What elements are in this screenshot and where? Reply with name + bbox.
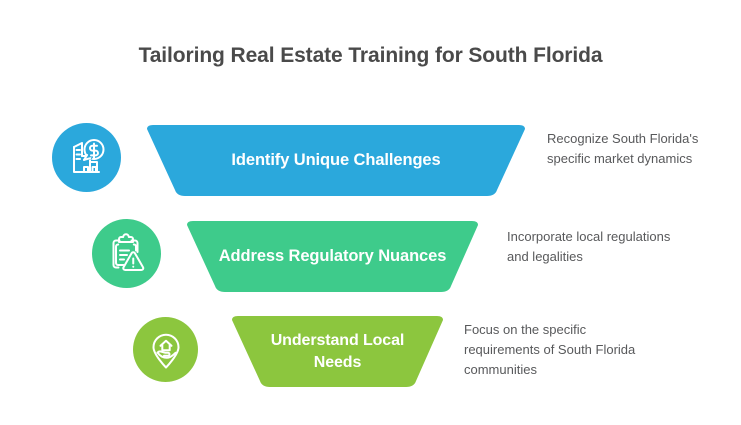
- funnel-description-3: Focus on the specific requirements of So…: [464, 322, 636, 378]
- page-title: Tailoring Real Estate Training for South…: [138, 44, 603, 67]
- funnel-step-2: Address Regulatory Nuances Incorporate l…: [0, 213, 741, 299]
- funnel-step-3: Understand Local Needs Focus on the spec…: [0, 308, 741, 394]
- building-dollar-icon: [72, 138, 104, 173]
- funnel-label-3: Understand Local Needs: [270, 332, 405, 371]
- funnel-shape-1: [147, 125, 525, 196]
- clipboard-warning-icon-badge: [92, 219, 161, 288]
- building-dollar-icon-badge: [52, 123, 121, 192]
- funnel-label-2: Address Regulatory Nuances: [218, 246, 447, 265]
- funnel-shape-2: [187, 221, 478, 292]
- map-pin-house-hand-icon: [152, 333, 179, 368]
- map-pin-house-hand-icon-badge: [133, 317, 198, 382]
- funnel-label-1: Identify Unique Challenges: [231, 150, 441, 169]
- funnel-description-1: Recognize South Florida's specific marke…: [547, 131, 699, 167]
- funnel-band-3[interactable]: Understand Local Needs: [224, 316, 451, 387]
- dollar-speech-bubble: [80, 138, 104, 162]
- funnel-shape-3: [232, 316, 443, 387]
- funnel-step-1: Identify Unique Challenges Recognize Sou…: [0, 117, 741, 203]
- clipboard-warning-icon: [112, 232, 144, 271]
- funnel-band-2[interactable]: Address Regulatory Nuances: [179, 221, 486, 292]
- funnel-description-2: Incorporate local regulations and legali…: [507, 229, 671, 265]
- funnel-band-1[interactable]: Identify Unique Challenges: [139, 125, 533, 196]
